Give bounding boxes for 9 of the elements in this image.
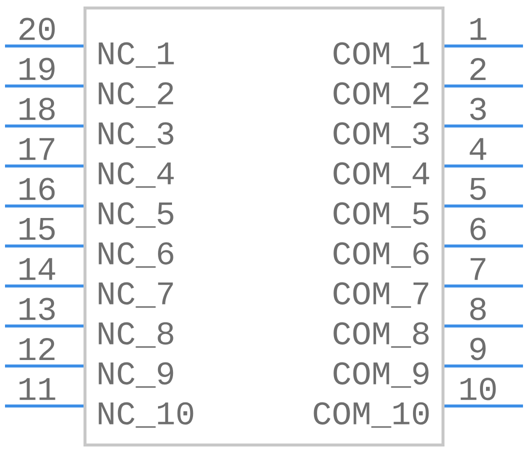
pin-number: 12 — [20, 338, 54, 360]
pin-number: 17 — [20, 138, 54, 160]
pin-number: 18 — [20, 98, 55, 120]
pin-number: 16 — [20, 178, 55, 200]
ic-body: NC_1 COM_1 NC_2 COM_2 NC_3 COM_3 NC_4 COM_4 NC_5 COM_5 NC_6 COM_6 NC_7 COM_7 NC_8 COM_8 NC_9 COM_9 NC_10 COM_10 — [84, 6, 444, 446]
pin-number: 13 — [20, 298, 55, 320]
pin-number: 15 — [20, 218, 55, 240]
pin-number: 19 — [20, 58, 55, 80]
pin-number: 20 — [20, 18, 55, 40]
